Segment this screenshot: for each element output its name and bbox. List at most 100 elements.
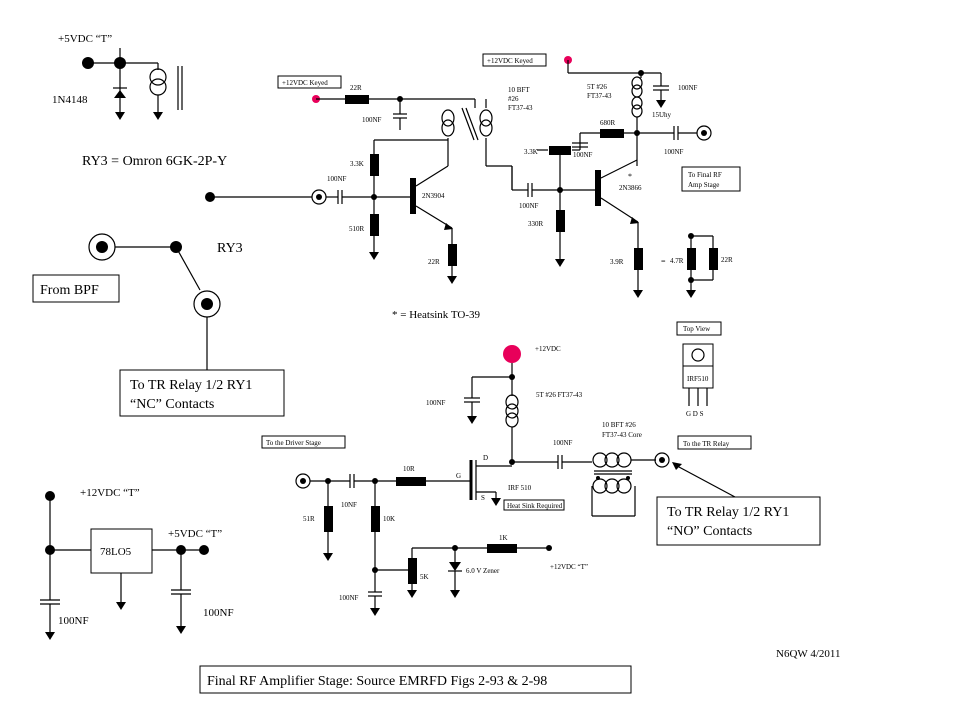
output-connector-icon [696, 125, 712, 141]
resistor-680r [600, 129, 624, 138]
tr-no-box [656, 496, 821, 546]
tr-nc-line1: To TR Relay 1/2 RY1 [130, 378, 252, 393]
r39-label: 3.9R [610, 258, 624, 266]
ground-arrow-icon [686, 290, 696, 298]
heatsink-box [503, 499, 565, 511]
resistor-510r [370, 214, 379, 236]
final-amp-line2: Amp Stage [688, 181, 719, 189]
arrow-icon [672, 462, 682, 470]
equals-sign: = [661, 257, 666, 266]
r1k-label: 1K [499, 534, 508, 542]
v12-keyed-box-2 [482, 53, 547, 67]
choke-line1: 5T #26 [587, 83, 607, 91]
inductor-icon [631, 76, 643, 118]
ground-arrow-icon [447, 276, 457, 284]
irf510-label: IRF 510 [508, 484, 532, 492]
v12-keyed-label-2: +12VDC Keyed [487, 57, 533, 65]
xfmr-bot-line2: FT37-43 Core [602, 431, 642, 439]
ground-arrow-icon [555, 259, 565, 267]
c100k-label: 100NF [58, 615, 89, 627]
pins-label: G D S [686, 410, 704, 418]
resistor-10r [396, 477, 426, 486]
irf-pkg-label: IRF510 [687, 375, 709, 383]
r510-label: 510R [349, 225, 365, 233]
caption: Final RF Amplifier Stage: Source EMRFD F… [207, 674, 547, 689]
final-stage: +12VDC 100NF 5T #26 FT37-43 100NF 10 BFT… [261, 321, 821, 616]
r47-label: 4.7R [670, 257, 684, 265]
output-transformer-icon [592, 452, 632, 494]
resistor-1k [487, 544, 517, 553]
ground-arrow-icon [116, 602, 126, 610]
resistor-22r [345, 95, 369, 104]
ground-arrow-icon [369, 252, 379, 260]
ground-arrow-icon [153, 112, 163, 120]
terminal-dot [82, 57, 94, 69]
xfmr-line3: FT37-43 [508, 104, 533, 112]
resistor-3k3 [370, 154, 379, 176]
final-amp-box [681, 166, 741, 192]
r680-label: 680R [600, 119, 616, 127]
ground-arrow-icon [176, 626, 186, 634]
tr-nc-line2: “NC” Contacts [130, 397, 214, 412]
c100g-label: 100NF [426, 399, 446, 407]
v5-t-left-label: +5VDC “T” [168, 528, 222, 540]
to-driver-label: To the Driver Stage [266, 439, 321, 447]
r51-label: 51R [303, 515, 315, 523]
c100i-label: 10NF [341, 501, 357, 509]
resistor-10k [371, 506, 380, 532]
to-tr-relay-label: To the TR Relay [683, 440, 730, 448]
v5-top-label: +5VDC “T” [58, 33, 112, 45]
v12-keyed-box [277, 75, 342, 89]
star-mark: * [628, 172, 632, 181]
ground-arrow-icon [407, 590, 417, 598]
choke-icon [505, 394, 519, 428]
supply-dot-large [503, 345, 521, 363]
xfmr-line1: 10 BFT [508, 86, 530, 94]
xfmr-bot-line1: 10 BFT #26 [602, 421, 636, 429]
diode-icon [114, 90, 126, 98]
regulator-label: 78LO5 [100, 546, 132, 558]
connector-icon [201, 298, 213, 310]
r10k-label: 10K [383, 515, 395, 523]
diode-label: 1N4148 [52, 94, 88, 106]
irf510-package-icon [682, 343, 714, 406]
v12-keyed-label: +12VDC Keyed [282, 79, 328, 87]
q2-label: 2N3866 [619, 184, 642, 192]
to-driver-box [261, 435, 346, 449]
v12-t-bot-label: +12VDC “T” [550, 563, 588, 571]
potentiometer-5k [408, 558, 417, 584]
top-view-label: Top View [683, 325, 711, 333]
resistor-22r-emitter [448, 244, 457, 266]
c100a-label: 100NF [362, 116, 382, 124]
transformer-icon [441, 107, 493, 141]
pot5k-label: 5K [420, 573, 429, 581]
c100h-label: 100NF [553, 439, 573, 447]
tr-nc-box [119, 369, 285, 417]
d-label: D [483, 454, 488, 462]
s-label: S [481, 494, 485, 502]
c100e-label: 100NF [678, 84, 698, 92]
ground-arrow-icon [450, 590, 460, 598]
xfmr-line2: #26 [508, 95, 519, 103]
q1-label: 2N3904 [422, 192, 445, 200]
ry3-label: RY3 [217, 241, 243, 256]
ground-arrow-icon [656, 100, 666, 108]
inductor-15u-label: 15Uhy [652, 111, 672, 119]
r22-emitter-label: 22R [428, 258, 440, 266]
choke-bot-label: 5T #26 FT37-43 [536, 391, 583, 399]
caption-box [199, 665, 632, 694]
r22-par-label: 22R [721, 256, 733, 264]
terminal-dot [199, 545, 209, 555]
relay-name: RY3 = Omron 6GK-2P-Y [82, 154, 227, 169]
from-bpf-label: From BPF [40, 283, 99, 298]
r33k-b-label: 3.3K [524, 148, 538, 156]
ground-arrow-icon [370, 608, 380, 616]
relay-coil-section: +5VDC “T” 1N4148 RY3 = Omron 6GK-2P-Y [52, 33, 227, 169]
resistor-330r [556, 210, 565, 232]
resistor-4r7 [687, 248, 696, 270]
driver-stage: +12VDC Keyed 22R 100NF 10 BFT #26 FT37-4… [205, 53, 741, 321]
r33k-a-label: 3.3K [350, 160, 364, 168]
resistor-3r9 [634, 248, 643, 270]
heatsink-note: * = Heatsink TO-39 [392, 309, 480, 321]
c100l-label: 100NF [203, 607, 234, 619]
